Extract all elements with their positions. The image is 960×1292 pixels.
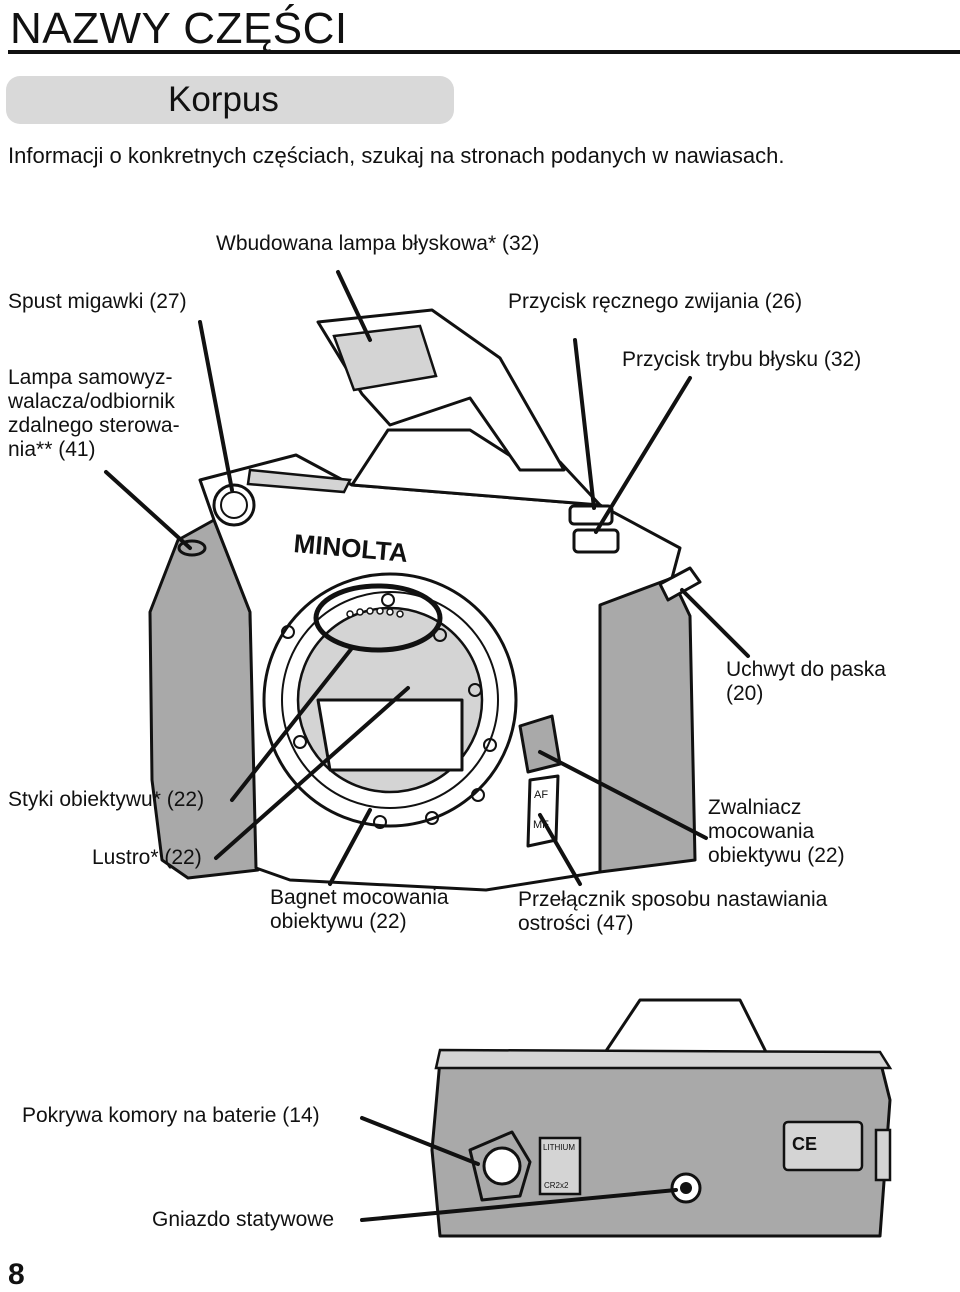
ce-mark: CE: [792, 1134, 817, 1154]
label-flash-mode: Przycisk trybu błysku (32): [622, 348, 862, 371]
label-shutter: Spust migawki (27): [8, 290, 187, 313]
section-header: Korpus: [6, 76, 454, 124]
leader-strap: [680, 588, 750, 658]
mirror: [316, 698, 464, 772]
shutter-button: [212, 483, 256, 527]
label-release: Zwalniacz mocowania obiektywu (22): [708, 796, 845, 867]
leader-flash: [336, 270, 372, 342]
leader-lines: [104, 270, 750, 1222]
leader-flash-mode: [594, 376, 692, 534]
battery-cover-knob: [482, 1146, 522, 1186]
battery-label-plate: [538, 1136, 582, 1196]
leader-release: [538, 750, 708, 840]
label-focus-switch: Przełącznik sposobu nastawiania ostrości…: [518, 888, 828, 935]
leader-mount: [328, 808, 372, 886]
label-tripod: Gniazdo statywowe: [152, 1208, 335, 1231]
battery-code-mark: CR2x2: [544, 1181, 569, 1190]
page-title: NAZWY CZĘŚCI: [10, 4, 348, 53]
leader-contacts: [230, 646, 354, 802]
label-contacts: Styki obiektywu* (22): [8, 788, 205, 811]
strap-eyelet: [658, 566, 702, 602]
label-flash-popup: Przycisk ręcznego zwijania (26): [508, 290, 803, 313]
page-number: 8: [8, 1258, 25, 1291]
leader-flash-popup: [573, 338, 596, 510]
label-battery-cover: Pokrywa komory na baterie (14): [22, 1104, 320, 1127]
mount-screws: [281, 593, 497, 829]
lcd-panel: [246, 468, 352, 494]
section-title: Korpus: [168, 80, 279, 119]
lens-release-button: [518, 714, 562, 774]
side-dial: [874, 1128, 892, 1182]
leader-tripod: [360, 1188, 678, 1222]
camera-front-view: MINOLTA AF MF: [148, 308, 702, 892]
ce-plate: [782, 1120, 864, 1172]
title-rule: [8, 50, 960, 54]
label-strap: Uchwyt do paska (20): [726, 658, 886, 705]
leader-mirror: [214, 686, 410, 860]
lens-contacts: [346, 607, 404, 618]
af-mark: AF: [534, 789, 548, 801]
leader-focus-switch: [538, 813, 582, 886]
label-flash: Wbudowana lampa błyskowa* (32): [216, 232, 540, 255]
intro-text: Informacji o konkretnych częściach, szuk…: [8, 143, 785, 168]
camera-bottom-view: LITHIUM CR2x2 CE: [430, 998, 893, 1238]
contacts-highlight: [313, 583, 443, 653]
battery-type-mark: LITHIUM: [543, 1143, 575, 1152]
leader-battery-cover: [360, 1116, 480, 1166]
label-mirror: Lustro* (22): [92, 846, 202, 869]
flash-window: [332, 324, 438, 392]
label-self-timer: Lampa samowyz-walacza/odbiornik zdalnego…: [8, 366, 180, 461]
leader-self-timer: [104, 470, 192, 550]
leader-shutter: [198, 320, 234, 492]
label-mount: Bagnet mocowania obiektywu (22): [270, 886, 449, 933]
